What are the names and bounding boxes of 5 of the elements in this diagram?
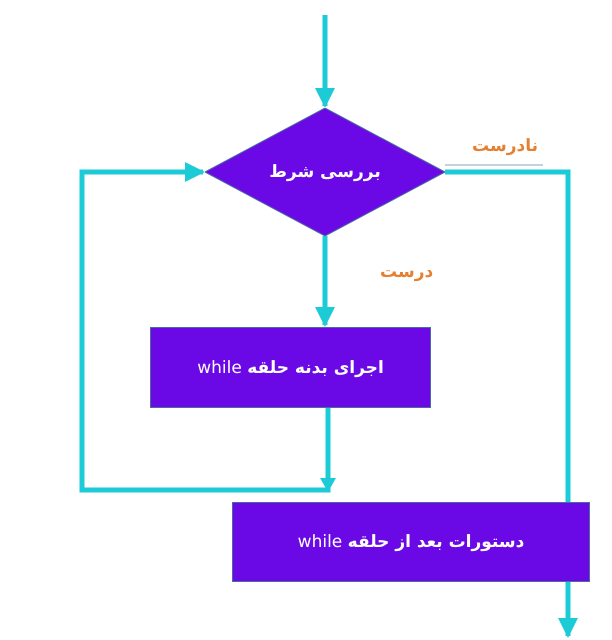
process-box [150, 327, 431, 408]
edge-label: نادرست [470, 136, 540, 156]
decision-diamond [205, 108, 445, 236]
process-box [232, 502, 590, 582]
condition-text: بررسی شرط [269, 162, 381, 182]
